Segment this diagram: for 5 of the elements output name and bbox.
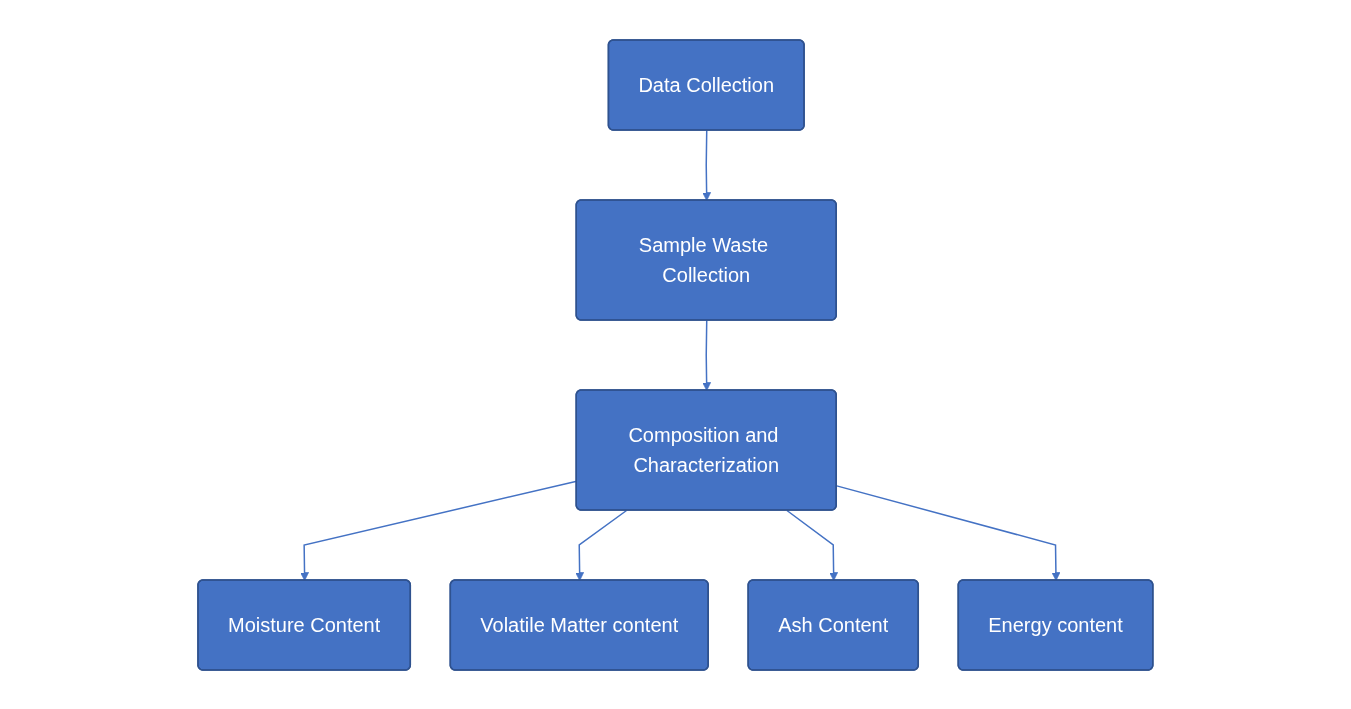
arrow [702,129,712,201]
arrow [575,509,628,581]
arrow [836,484,1061,581]
arrow [702,319,712,391]
arrow [786,509,839,581]
